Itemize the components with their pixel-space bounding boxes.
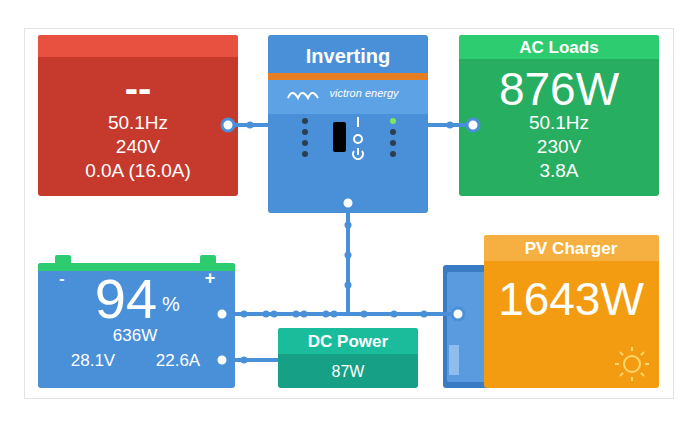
- inverter-box: Inverting victron energy: [268, 35, 428, 213]
- pv-charger-box: PV Charger 1643W: [484, 235, 659, 388]
- grid-input-box: --50.1Hz240V0.0A (16.0A): [38, 35, 238, 196]
- ac-loads-box: AC Loads 876W50.1Hz230V3.8A: [459, 35, 659, 196]
- value-text: 22.6A: [156, 351, 200, 371]
- value-text: 50.1Hz: [108, 112, 168, 134]
- value-text: %: [162, 293, 180, 316]
- bus-connector: [216, 197, 354, 320]
- value-text: 230V: [537, 136, 581, 158]
- header-band: [38, 35, 238, 57]
- heading-text: DC Power: [308, 332, 388, 352]
- bus-connector: [222, 119, 268, 131]
- value-text: 240V: [116, 136, 160, 158]
- bus-connector: [428, 119, 479, 131]
- value-text: 3.8A: [539, 160, 578, 182]
- bus-connector: [216, 354, 278, 366]
- value-text: 94: [95, 267, 157, 331]
- value-text: 87W: [332, 363, 365, 381]
- value-text: 1643W: [498, 273, 644, 326]
- value-text: 876W: [499, 63, 619, 116]
- bus-connector: [216, 308, 464, 320]
- heading-text: Inverting: [306, 45, 390, 68]
- heading-text: PV Charger: [525, 239, 618, 259]
- value-text: 50.1Hz: [529, 112, 589, 134]
- heading-text: --: [125, 65, 152, 111]
- value-text: 636W: [113, 326, 157, 346]
- heading-text: +: [205, 268, 216, 289]
- battery-box: - +94%636W 28.1V 22.6A: [38, 263, 235, 388]
- heading-text: AC Loads: [519, 38, 598, 58]
- heading-text: -: [59, 270, 64, 288]
- header-band: [268, 73, 428, 80]
- value-text: victron energy: [329, 87, 398, 100]
- dc-power-box: DC Power 87W: [278, 328, 418, 388]
- value-text: 28.1V: [71, 351, 115, 371]
- value-text: 0.0A (16.0A): [85, 160, 191, 182]
